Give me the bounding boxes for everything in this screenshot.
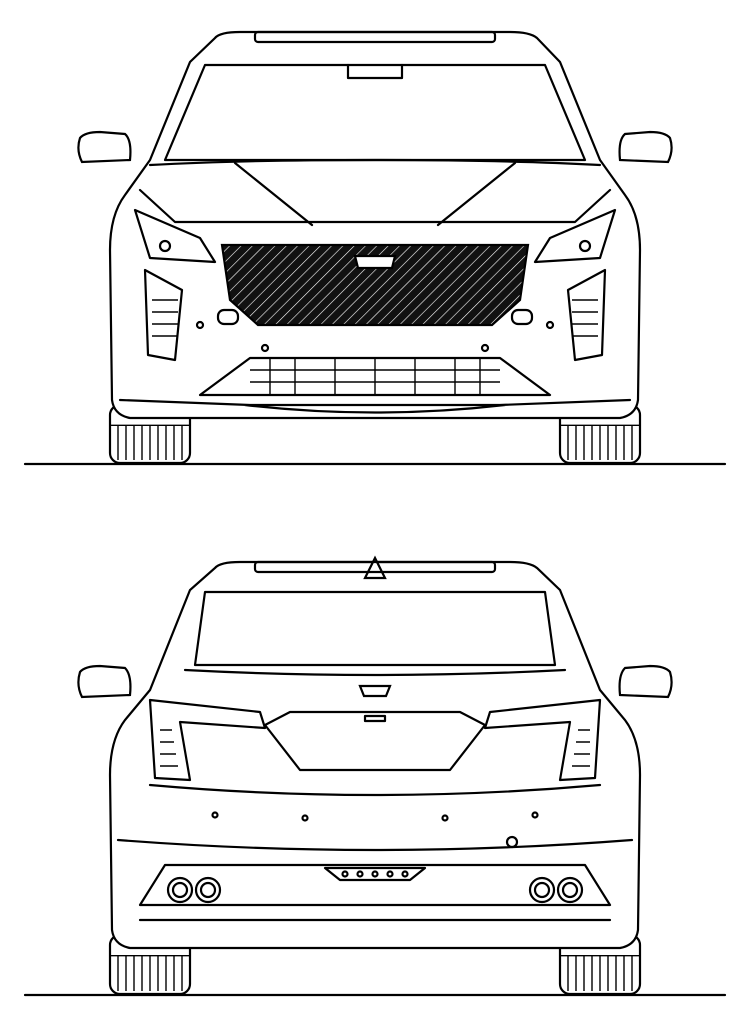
parking-sensors — [211, 811, 539, 822]
body-outline — [108, 30, 642, 420]
right-fog-light — [510, 308, 534, 326]
left-fog-light — [216, 308, 240, 326]
front-grille — [220, 243, 530, 327]
exhaust-tip — [528, 876, 556, 904]
reverse-light-bar — [323, 866, 427, 882]
sensor — [480, 343, 490, 353]
side-vents — [143, 268, 607, 362]
rearview-mirror — [346, 63, 404, 80]
vent-slats — [152, 299, 598, 337]
hood-edge — [148, 158, 602, 167]
sensor — [195, 320, 205, 330]
exhaust-tip — [166, 876, 194, 904]
exhaust-tip — [556, 876, 584, 904]
tire — [108, 933, 192, 996]
left-mirror — [77, 130, 132, 164]
sensor — [260, 343, 270, 353]
body-outline — [108, 560, 642, 950]
tire — [558, 933, 642, 996]
exhaust-tip-inner — [561, 881, 579, 899]
rear-view — [23, 555, 727, 997]
roof-antenna-strip — [253, 30, 497, 44]
front-view — [23, 30, 727, 466]
left-taillight — [148, 698, 267, 782]
left-mirror — [77, 664, 132, 699]
brand-emblem — [353, 254, 397, 270]
windshield — [163, 63, 587, 162]
right-headlight — [533, 208, 617, 264]
trunk-edge — [183, 668, 567, 677]
rear-diffuser — [138, 863, 612, 907]
rear-window — [193, 590, 557, 667]
right-taillight — [483, 698, 602, 782]
trunk-release — [363, 714, 387, 723]
right-mirror — [618, 664, 673, 699]
trunk-crease — [148, 783, 602, 797]
bumper-line — [116, 838, 634, 852]
exhaust-tip-inner — [533, 881, 551, 899]
left-headlight-lens — [158, 239, 172, 253]
right-mirror — [618, 130, 673, 164]
license-plate-recess — [263, 710, 487, 772]
reverse-lights — [341, 870, 409, 878]
taillight-segments — [160, 729, 590, 767]
exhaust-tip-inner — [171, 881, 189, 899]
bumper-lip — [118, 398, 632, 414]
lower-intake — [198, 356, 552, 397]
hood-creases — [138, 161, 612, 227]
tire — [108, 403, 192, 465]
right-headlight-lens — [578, 239, 592, 253]
left-headlight — [133, 208, 217, 264]
tow-hook-cover — [505, 835, 519, 849]
sensor — [545, 320, 555, 330]
brand-emblem — [358, 684, 392, 698]
intake-slats — [250, 358, 500, 395]
exhaust-tip-inner — [199, 881, 217, 899]
exhaust-tip — [194, 876, 222, 904]
roof-strip — [253, 560, 497, 574]
